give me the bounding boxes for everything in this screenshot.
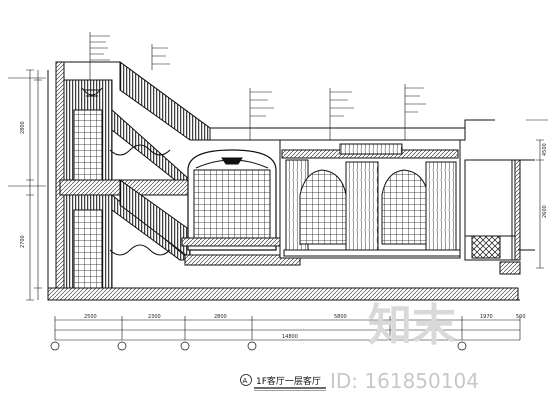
right-annex bbox=[464, 159, 535, 275]
height-dim-right-b: 2600 bbox=[542, 205, 548, 218]
plan-dimensions bbox=[54, 316, 521, 341]
plan-dim-3: 2800 bbox=[214, 314, 227, 320]
living-room-wall bbox=[279, 139, 461, 259]
total-dim: 14800 bbox=[282, 334, 298, 340]
height-dim-upper: 2800 bbox=[20, 121, 26, 134]
watermark-id: ID: 161850104 bbox=[330, 369, 479, 393]
watermark-logo: 知末 bbox=[368, 300, 456, 351]
left-dimensions bbox=[8, 69, 46, 301]
plan-dim-2: 2300 bbox=[148, 314, 161, 320]
leader-notes bbox=[89, 32, 426, 140]
drawing-title: 1F客厅一层客厅 bbox=[256, 375, 321, 387]
grid-axis-markers bbox=[50, 341, 467, 351]
right-dimensions bbox=[526, 119, 548, 269]
plan-dim-6: 500 bbox=[516, 314, 526, 320]
central-window bbox=[181, 149, 283, 251]
plan-dim-1: 2500 bbox=[84, 314, 97, 320]
stair-shaft bbox=[59, 79, 221, 289]
title-tag: A bbox=[243, 377, 248, 385]
staircase bbox=[109, 61, 301, 266]
height-dim-lower: 2700 bbox=[20, 235, 26, 248]
plan-dim-5: 1970 bbox=[480, 314, 493, 320]
drawing-title-block: A 1F客厅一层客厅 bbox=[240, 374, 326, 391]
plan-dim-4: 5800 bbox=[334, 314, 347, 320]
height-dim-right-a: 4500 bbox=[542, 143, 548, 156]
